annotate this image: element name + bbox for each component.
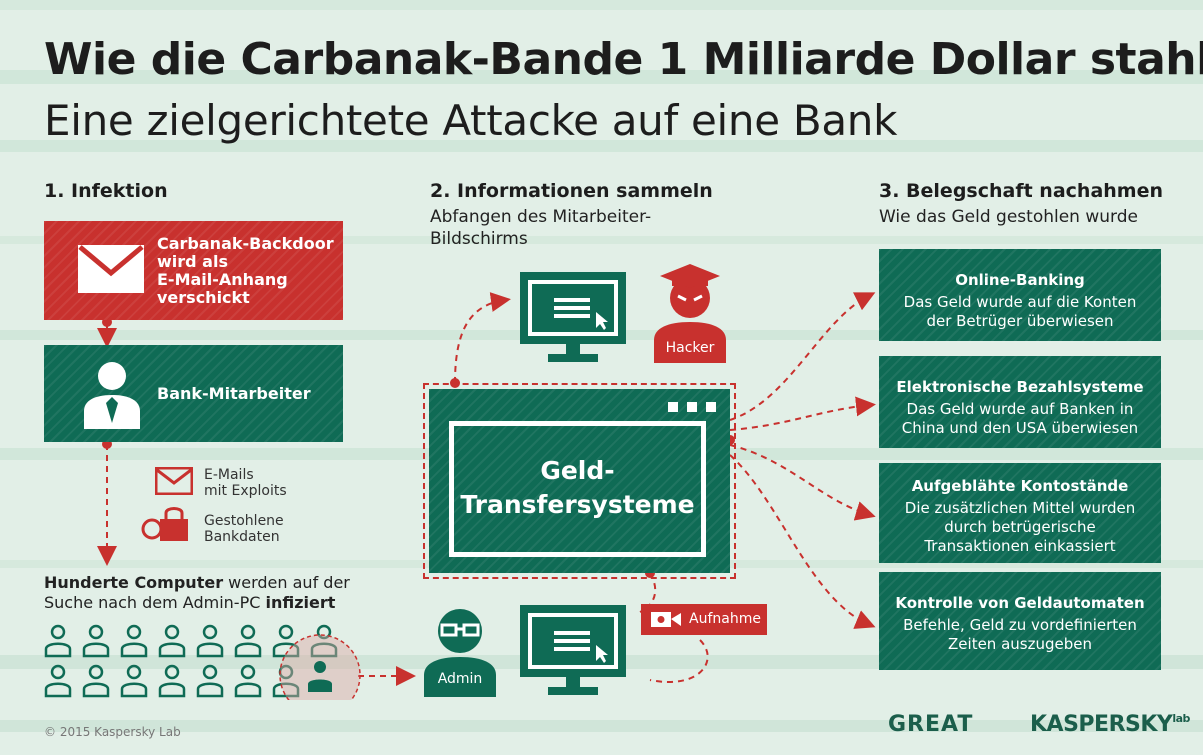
inflated-balances-box: Aufgeblähte Kontostände Die zusätzlichen… <box>879 463 1161 563</box>
person-outline-icon <box>240 624 256 640</box>
section2-heading: 2. Informationen sammeln <box>430 180 713 202</box>
person-outline-body <box>158 682 186 698</box>
person-outline-icon <box>50 624 66 640</box>
window-control-dot <box>686 402 697 412</box>
bank-employee-label: Bank-Mitarbeiter <box>157 384 311 403</box>
atm-control-box: Kontrolle von Geldautomaten Befehle, Gel… <box>879 572 1161 670</box>
window-controls <box>664 397 716 416</box>
person-outline-body <box>120 642 148 658</box>
hacker-icon <box>654 264 726 363</box>
person-outline-body <box>234 642 262 658</box>
online-banking-box: Online-Banking Das Geld wurde auf die Ko… <box>879 249 1161 341</box>
person-outline-icon <box>88 664 104 680</box>
copyright: © 2015 Kaspersky Lab <box>44 725 181 739</box>
person-outline-body <box>82 642 110 658</box>
person-outline-body <box>82 682 110 698</box>
stolen-data-label: Gestohlene Bankdaten <box>204 513 284 545</box>
great-logo: GREAT <box>888 712 974 737</box>
section3-subheading: Wie das Geld gestohlen wurde <box>879 207 1138 227</box>
backdoor-text: Carbanak-Backdoor wird als E-Mail-Anhang… <box>157 234 334 307</box>
admin-icon <box>424 609 496 697</box>
person-outline-body <box>158 642 186 658</box>
person-outline-icon <box>202 624 218 640</box>
person-outline-icon <box>126 664 142 680</box>
person-icon <box>84 362 140 429</box>
person-outline-body <box>234 682 262 698</box>
camera-icon <box>651 612 681 627</box>
person-outline-icon <box>126 624 142 640</box>
emails-exploits-label: E-Mails mit Exploits <box>204 467 287 499</box>
person-outline-body <box>120 682 148 698</box>
payment-systems-box: Elektronische Bezahlsysteme Das Geld wur… <box>879 356 1161 448</box>
page-title: Wie die Carbanak-Bande 1 Milliarde Dolla… <box>44 34 1203 85</box>
person-outline-icon <box>50 664 66 680</box>
recording-badge: Aufnahme <box>641 604 767 635</box>
admin-label: Admin <box>437 671 483 687</box>
envelope-small-icon <box>155 467 193 495</box>
kaspersky-logo: KASPERSKYlab <box>1030 712 1190 737</box>
person-outline-body <box>310 642 338 658</box>
transfer-systems-window: Geld- Transfersysteme <box>429 389 730 573</box>
section3-heading: 3. Belegschaft nachahmen <box>879 180 1163 202</box>
envelope-icon <box>78 245 144 293</box>
computers-infected-text: Hunderte Computer werden auf der Suche n… <box>44 573 350 612</box>
person-outline-icon <box>202 664 218 680</box>
person-outline-body <box>272 682 300 698</box>
person-outline-body <box>272 642 300 658</box>
section2-subheading: Abfangen des Mitarbeiter- Bildschirms <box>430 207 652 249</box>
recording-label: Aufnahme <box>689 611 761 627</box>
person-outline-body <box>44 642 72 658</box>
person-outline-icon <box>164 664 180 680</box>
lock-icon <box>141 507 188 541</box>
transfer-systems-frame: Geld- Transfersysteme <box>423 383 736 579</box>
person-outline-icon <box>316 624 332 640</box>
person-outline-icon <box>164 624 180 640</box>
backdoor-box: Carbanak-Backdoor wird als E-Mail-Anhang… <box>44 221 343 320</box>
page-subtitle: Eine zielgerichtete Attacke auf eine Ban… <box>44 96 898 145</box>
bank-employee-box: Bank-Mitarbeiter <box>44 345 343 442</box>
infected-computers-grid <box>44 624 361 700</box>
section1-heading: 1. Infektion <box>44 180 168 202</box>
person-outline-body <box>196 642 224 658</box>
person-outline-body <box>196 682 224 698</box>
window-control-dot <box>706 402 716 412</box>
window-control-dot <box>667 402 678 412</box>
person-outline-body <box>44 682 72 698</box>
person-outline-icon <box>240 664 256 680</box>
transfer-systems-label: Geld- Transfersysteme <box>449 421 706 557</box>
hacker-monitor-icon <box>520 272 626 362</box>
person-outline-icon <box>88 624 104 640</box>
admin-monitor-icon <box>520 605 626 695</box>
person-outline-icon <box>278 624 294 640</box>
hacker-label: Hacker <box>665 340 715 356</box>
